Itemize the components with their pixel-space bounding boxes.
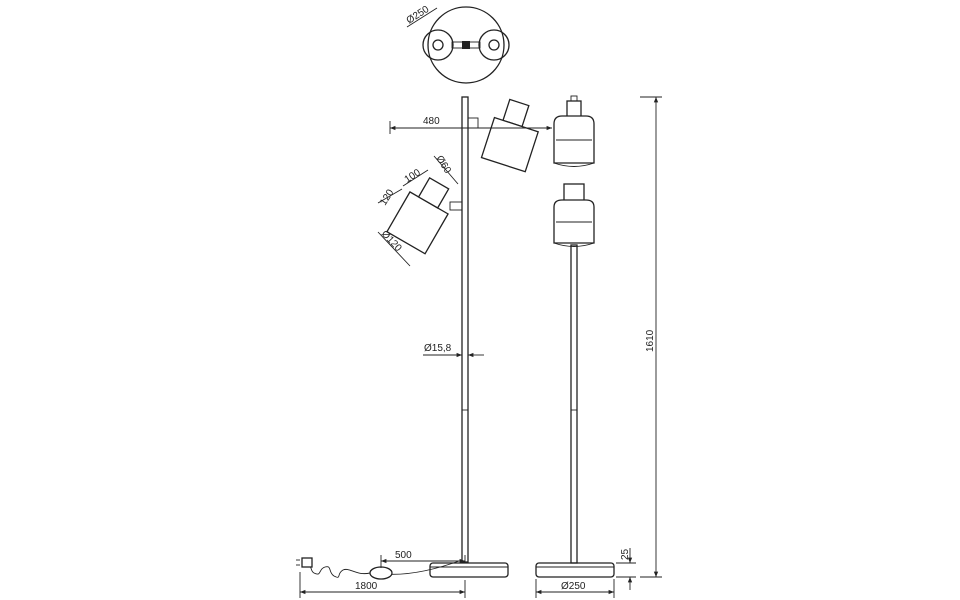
cable-length-label: 1800 bbox=[355, 581, 378, 592]
foot-switch bbox=[369, 566, 393, 580]
side-upper-tube bbox=[566, 100, 582, 118]
plug bbox=[301, 557, 313, 568]
dim-total-height: 1610 bbox=[640, 96, 662, 578]
shade-length-label: 120 bbox=[378, 187, 396, 207]
dim-base-height: 25 bbox=[616, 548, 636, 590]
base-diameter-label: Ø250 bbox=[561, 581, 586, 592]
side-upper-shade bbox=[553, 115, 595, 164]
switch-distance-label: 500 bbox=[395, 550, 412, 561]
head-tube-diameter-label: Ø60 bbox=[433, 154, 453, 176]
cord-to-plug bbox=[307, 563, 371, 578]
top-view-dim-leader bbox=[406, 7, 438, 28]
side-view: Ø250 25 1610 bbox=[535, 95, 662, 598]
total-height-label: 1610 bbox=[645, 329, 656, 352]
side-lower-head bbox=[553, 183, 595, 247]
dim-switch-distance: 500 bbox=[380, 550, 466, 568]
top-view-base-circle bbox=[427, 6, 505, 84]
front-pole bbox=[461, 96, 469, 563]
pole-diameter-label: Ø15,8 bbox=[424, 343, 452, 354]
side-upper-head bbox=[553, 95, 595, 167]
dim-pole-diameter: Ø15,8 bbox=[423, 343, 484, 358]
upper-lamp-head bbox=[467, 98, 540, 173]
side-pole bbox=[570, 244, 578, 564]
front-base bbox=[429, 562, 509, 578]
top-view-right-head-outer bbox=[478, 29, 510, 61]
top-view-left-head-inner bbox=[432, 39, 444, 51]
dim-head-tube-diameter: Ø60 bbox=[433, 154, 459, 185]
lower-head-tube bbox=[417, 177, 450, 209]
side-base bbox=[535, 562, 615, 578]
top-view-left-head-outer bbox=[422, 29, 454, 61]
upper-shade bbox=[480, 116, 540, 173]
front-view: 480 Ø60 100 120 Ø120 Ø15,8 bbox=[296, 96, 552, 598]
side-lower-shade bbox=[553, 199, 595, 244]
dim-shade-length: 120 bbox=[377, 187, 403, 208]
dim-arm-reach: 480 bbox=[389, 116, 552, 134]
side-lower-tube bbox=[563, 183, 585, 203]
base-height-label: 25 bbox=[620, 548, 631, 560]
dim-head-tube-length: 100 bbox=[403, 167, 429, 187]
top-view-pole bbox=[462, 41, 470, 49]
upper-arm-bracket bbox=[467, 117, 479, 129]
lower-lamp-head bbox=[386, 177, 463, 255]
top-view-right-head-inner bbox=[488, 39, 500, 51]
top-view: Ø250 bbox=[405, 4, 510, 84]
lower-arm-bracket bbox=[449, 201, 463, 211]
dim-cable-length: 1800 bbox=[299, 572, 466, 598]
arm-reach-label: 480 bbox=[423, 116, 440, 127]
top-view-diameter-label: Ø250 bbox=[405, 4, 432, 27]
dim-base-diameter: Ø250 bbox=[535, 579, 615, 598]
head-tube-length-label: 100 bbox=[403, 167, 423, 186]
